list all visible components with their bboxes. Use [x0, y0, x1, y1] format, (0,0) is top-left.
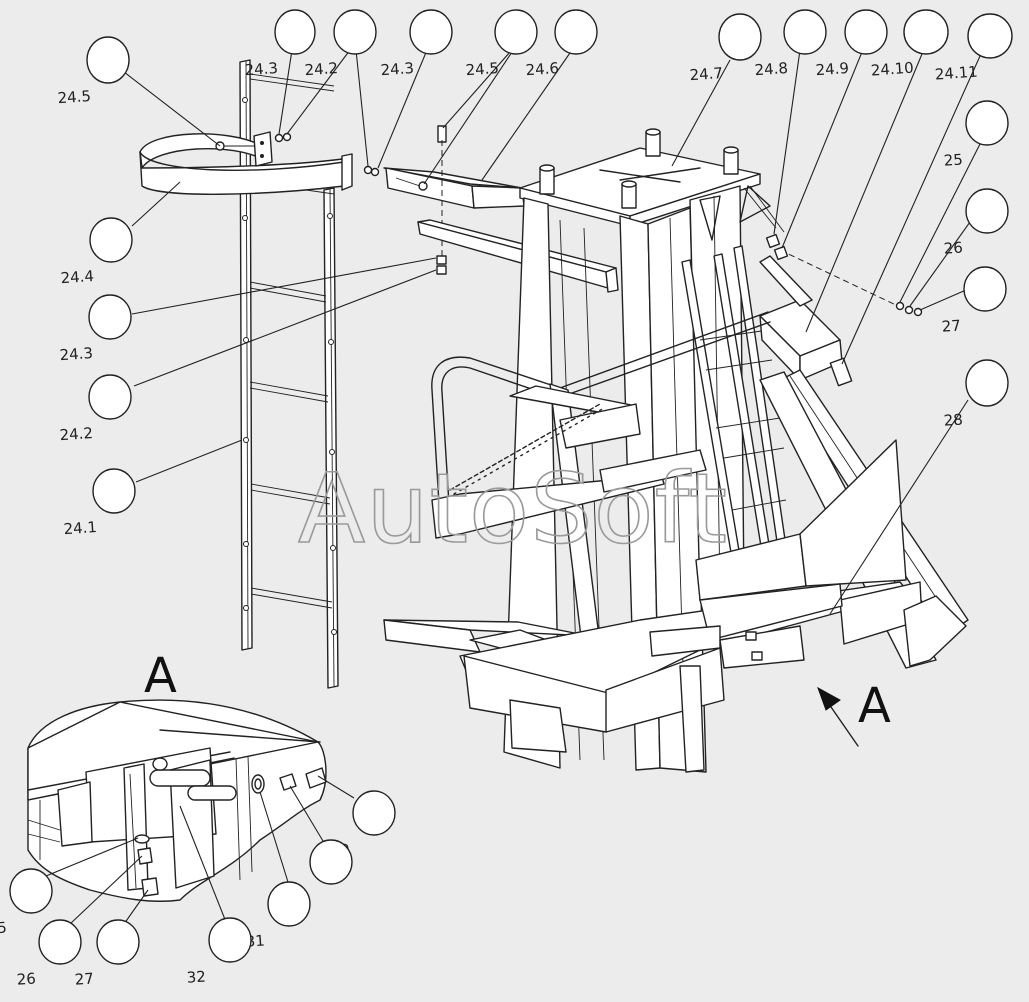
cross-angle: [417, 219, 619, 293]
top-bracket: [383, 125, 525, 262]
callout-label: 24.10: [870, 59, 914, 80]
callout-label: 24.3: [380, 59, 415, 79]
callout-27-detail: 27: [74, 919, 140, 989]
callout-24.10: 24.10: [870, 9, 949, 80]
callout-24.3-c: 24.3: [59, 294, 132, 364]
callout-31: 31: [245, 881, 311, 951]
callout-24.5-hoop: 24.5: [57, 36, 130, 107]
ladder-fasteners: [274, 132, 380, 177]
callout-label: 26: [16, 969, 36, 988]
callout-label: 27: [941, 316, 961, 335]
ladder: [239, 59, 339, 689]
callout-24.7: 24.7: [689, 13, 762, 84]
callout-label: 24.2: [59, 424, 94, 444]
callout-24.4: 24.4: [60, 217, 133, 287]
callout-label: 24.8: [754, 59, 789, 79]
callout-24.11: 24.11: [934, 13, 1013, 84]
callout-24.8: 24.8: [754, 9, 827, 79]
callout-24.1: 24.1: [63, 468, 136, 538]
callout-label: 27: [74, 969, 94, 988]
platform-railing: [431, 311, 771, 695]
view-label-a: A: [144, 648, 177, 704]
callout-26-detail: 26: [16, 919, 82, 989]
callout-label: 24.11: [934, 63, 978, 84]
callout-label: 24.2: [304, 59, 339, 79]
callout-27-main: 27: [941, 266, 1007, 336]
callout-25-main: 25: [943, 100, 1009, 170]
callout-label: 25: [943, 150, 963, 169]
callout-28: 28: [943, 359, 1009, 430]
callout-label: 24.5: [465, 59, 500, 79]
callout-label: 24.5: [57, 87, 92, 107]
callout-label: 24.1: [63, 518, 98, 538]
callout-25-detail: 25: [0, 868, 53, 938]
callout-24.5-bolt: 24.5: [465, 9, 538, 79]
callout-24.9: 24.9: [815, 9, 888, 79]
callout-label: 28: [943, 410, 963, 429]
callout-24.3-a: 24.3: [244, 9, 316, 79]
callout-label: 24.4: [60, 267, 95, 287]
callout-26-main: 26: [943, 188, 1009, 258]
callout-24.2-a: 24.2: [304, 9, 377, 79]
callout-label: 24.3: [59, 344, 94, 364]
watermark: AutoSoft: [298, 453, 728, 565]
platform-basket: [383, 439, 967, 773]
callout-24.6: 24.6: [525, 9, 598, 79]
callout-label: 24.3: [244, 59, 279, 79]
detail-view-a: [27, 699, 327, 902]
view-labels: A A: [144, 648, 891, 747]
callout-label: 26: [943, 238, 963, 257]
callout-label: 24.7: [689, 64, 724, 84]
side-bracket: [759, 233, 923, 387]
callout-label: 24.9: [815, 59, 850, 79]
callout-label: 24.6: [525, 59, 560, 79]
callout-label: 32: [186, 967, 206, 986]
callout-32: 32: [186, 917, 252, 987]
callout-label: 25: [0, 918, 7, 937]
callout-24.2-c: 24.2: [59, 374, 132, 444]
leader-lines: [45, 49, 981, 925]
view-arrow-label-a: A: [858, 678, 891, 734]
callout-24.3-b: 24.3: [380, 9, 453, 79]
safety-hoop: [139, 131, 353, 195]
